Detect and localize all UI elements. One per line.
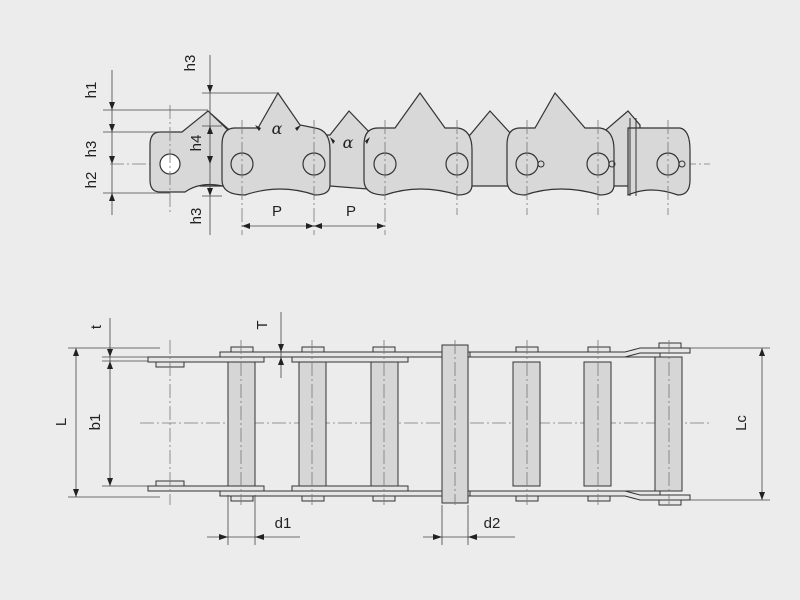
roller xyxy=(512,361,541,487)
side-view-chain: t T L b1 Lc d1 d2 xyxy=(53,312,770,545)
dim-label-d2: d2 xyxy=(484,515,501,532)
angle-label-alpha: α xyxy=(272,119,283,138)
dim-label-pitch: P xyxy=(272,203,282,220)
dim-label-h3: h3 xyxy=(83,141,100,158)
outer-plate-2 xyxy=(363,91,473,196)
dim-label-h3-bottom: h3 xyxy=(188,208,205,225)
roller xyxy=(298,361,327,487)
dim-label-b1: b1 xyxy=(87,414,104,431)
roller xyxy=(654,356,683,492)
dim-label-h4: h4 xyxy=(188,135,205,152)
angle-label-alpha: α xyxy=(343,133,354,152)
dim-label-pitch: P xyxy=(346,203,356,220)
roller xyxy=(583,361,612,487)
roller xyxy=(370,361,399,487)
roller xyxy=(227,361,256,487)
dim-label-Lc: Lc xyxy=(733,415,750,431)
dim-label-h3-top: h3 xyxy=(182,55,199,72)
dim-label-h2: h2 xyxy=(83,172,100,189)
dim-label-L: L xyxy=(53,418,70,426)
dim-label-T: T xyxy=(254,320,271,329)
dim-label-h1: h1 xyxy=(83,82,100,99)
top-view-chain: h1 h3 h2 h3 h4 h3 α α P P xyxy=(83,55,710,235)
dim-label-t: t xyxy=(88,324,105,329)
dim-label-d1: d1 xyxy=(275,515,292,532)
